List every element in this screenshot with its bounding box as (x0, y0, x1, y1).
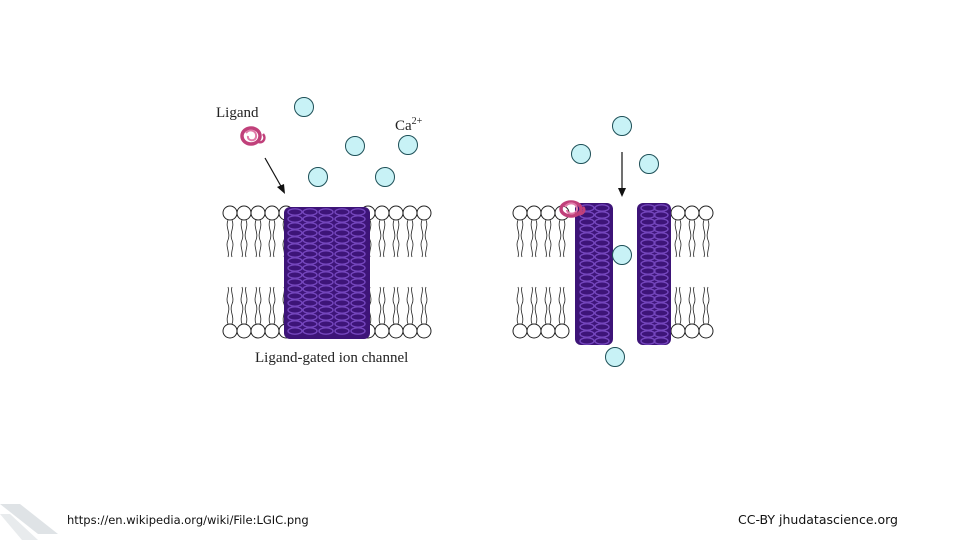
ligand-arrow (264, 157, 285, 194)
calcium-ion (571, 144, 591, 164)
calcium-ion-label: Ca2+ (395, 116, 423, 134)
ligand-gated-ion-channel-diagram: Ligand Ca2+ Ligand-gated ion (216, 97, 714, 367)
helix-coil (302, 327, 318, 335)
helix-coil (594, 337, 610, 345)
calcium-ion (294, 97, 314, 117)
helix-coil (350, 327, 366, 335)
helix-coil (653, 337, 669, 345)
license-text: CC-BY jhudatascience.org (737, 512, 898, 527)
calcium-ion (612, 245, 632, 265)
bound-ligand (559, 200, 586, 218)
calcium-ion (612, 116, 632, 136)
calcium-ion (308, 167, 328, 187)
calcium-ion (639, 154, 659, 174)
calcium-ion (605, 347, 625, 367)
calcium-ion (345, 136, 365, 156)
open-channel-protein (575, 203, 671, 345)
helix-coil (334, 327, 350, 335)
closed-channel-protein (284, 207, 370, 339)
helix-coil (318, 327, 334, 335)
source-url[interactable]: https://en.wikipedia.org/wiki/File:LGIC.… (67, 513, 309, 527)
corner-logo-icon (0, 504, 58, 540)
calcium-ion (398, 135, 418, 155)
calcium-ions (294, 97, 659, 367)
helix-coil (640, 337, 656, 345)
ligand-label: Ligand (216, 105, 259, 121)
ion-flow-arrow (618, 152, 626, 197)
calcium-ion (375, 167, 395, 187)
diagram-caption: Ligand-gated ion channel (255, 350, 408, 366)
helix-coil (287, 327, 303, 335)
free-ligand (240, 126, 266, 146)
helix-coil (579, 337, 595, 345)
